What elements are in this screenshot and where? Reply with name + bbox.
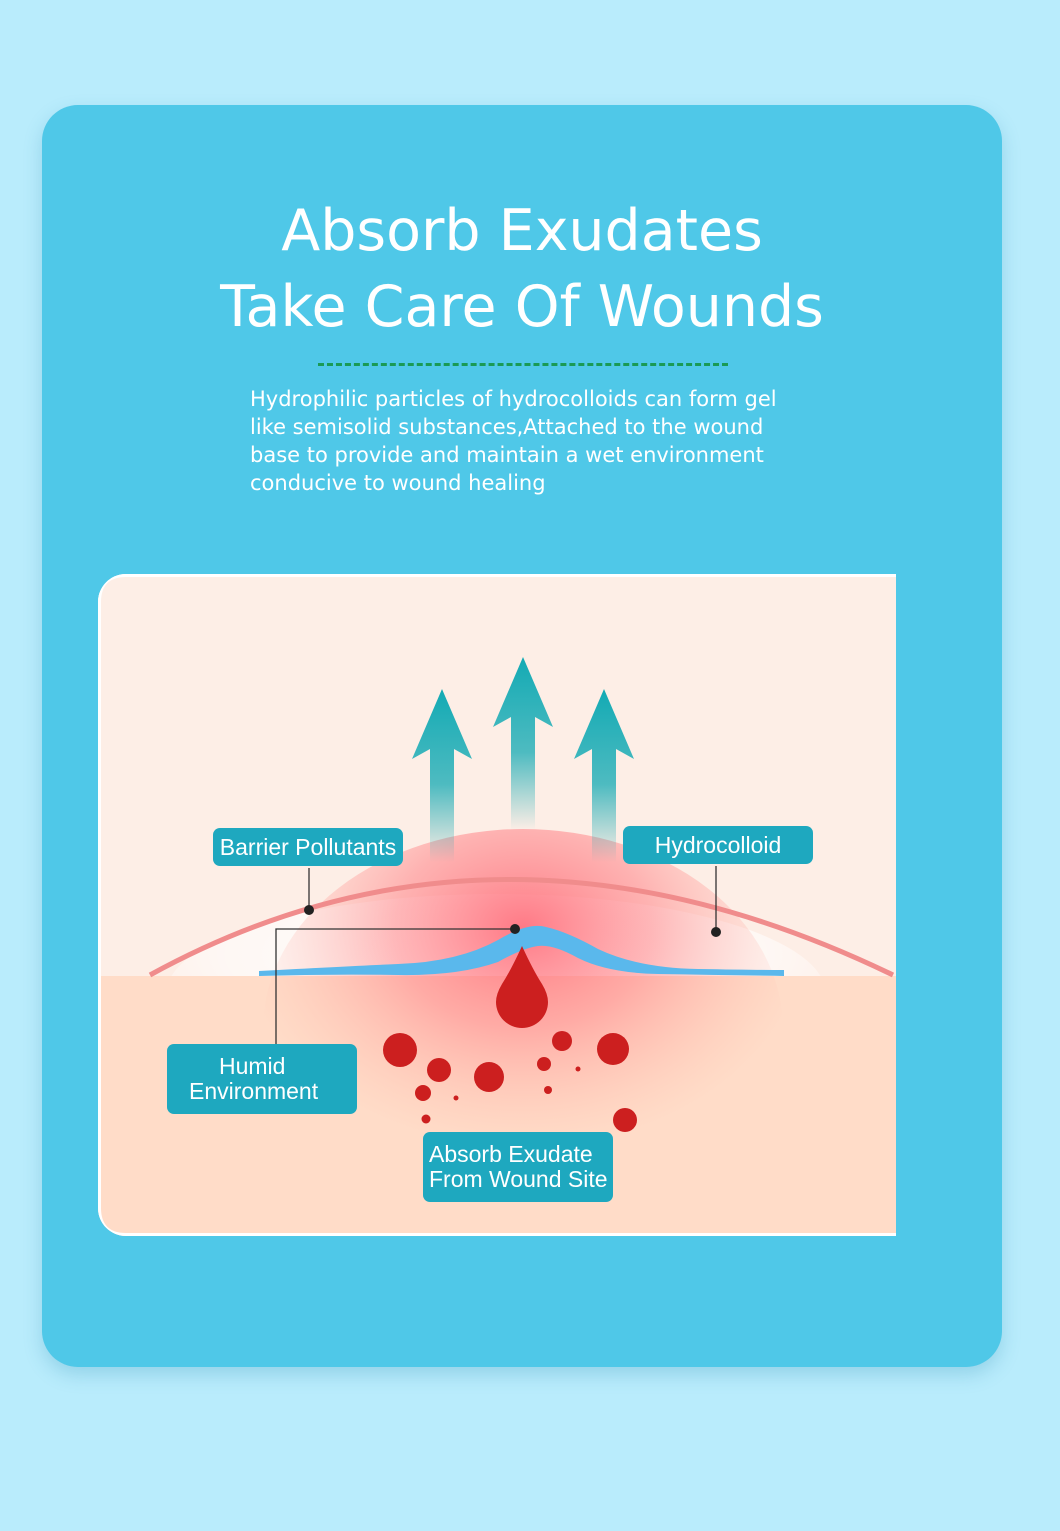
absorb-exudate-line-2: From Wound Site: [429, 1166, 608, 1192]
hydrocolloid-label: Hydrocolloid: [623, 826, 813, 864]
feature-card: Absorb Exudates Take Care Of Wounds Hydr…: [42, 105, 1002, 1367]
exudate-particle: [427, 1058, 451, 1082]
hydrocolloid-layer: [259, 925, 784, 976]
exudate-particle: [383, 1033, 417, 1067]
arrow-up-icon: [412, 689, 472, 862]
exudate-particle: [613, 1108, 637, 1132]
description-text: Hydrophilic particles of hydrocolloids c…: [250, 387, 777, 495]
barrier-film-line: [148, 877, 895, 978]
exudate-particle: [552, 1031, 572, 1051]
page-title: Absorb Exudates Take Care Of Wounds: [42, 193, 1002, 345]
blood-drop-icon: [496, 946, 548, 1028]
humid-leader-line: [275, 928, 515, 1044]
barrier-pollutants-text: Barrier Pollutants: [219, 833, 397, 860]
arrow-up-icon: [493, 657, 553, 830]
exudate-particle: [474, 1062, 504, 1092]
exudate-particle: [453, 1095, 459, 1101]
exudate-particle: [597, 1033, 629, 1065]
humid-leader-dot: [510, 924, 520, 934]
humid-environment-line-1: Humid: [219, 1053, 286, 1079]
absorb-exudate-line-1: Absorb Exudate: [429, 1141, 593, 1167]
barrier-pollutants-label: Barrier Pollutants: [213, 828, 403, 866]
leader-lines: [275, 866, 717, 1044]
exudate-particles: [383, 1031, 637, 1132]
exudate-particle: [544, 1086, 552, 1094]
title-line-2: Take Care Of Wounds: [220, 274, 824, 340]
diagram-border: [98, 574, 896, 1236]
leader-dots: [304, 905, 721, 937]
title-line-1: Absorb Exudates: [281, 198, 763, 264]
wound-diagram: Barrier Pollutants Hydrocolloid Humid En…: [98, 574, 896, 1236]
title-divider: [318, 363, 728, 366]
exudate-particle: [421, 1114, 431, 1124]
exudate-particle: [415, 1085, 431, 1101]
barrier-leader-dot: [304, 905, 314, 915]
hydrocolloid-text: Hydrocolloid: [654, 831, 782, 858]
humid-environment-line-2: Environment: [189, 1078, 319, 1104]
arrow-up-icon: [574, 689, 634, 862]
humid-environment-label: Humid Environment: [167, 1044, 357, 1114]
absorb-exudate-label: Absorb Exudate From Wound Site: [423, 1132, 613, 1202]
exudate-particle: [575, 1066, 581, 1072]
hydrocolloid-leader-dot: [711, 927, 721, 937]
exudate-particle: [537, 1057, 551, 1071]
